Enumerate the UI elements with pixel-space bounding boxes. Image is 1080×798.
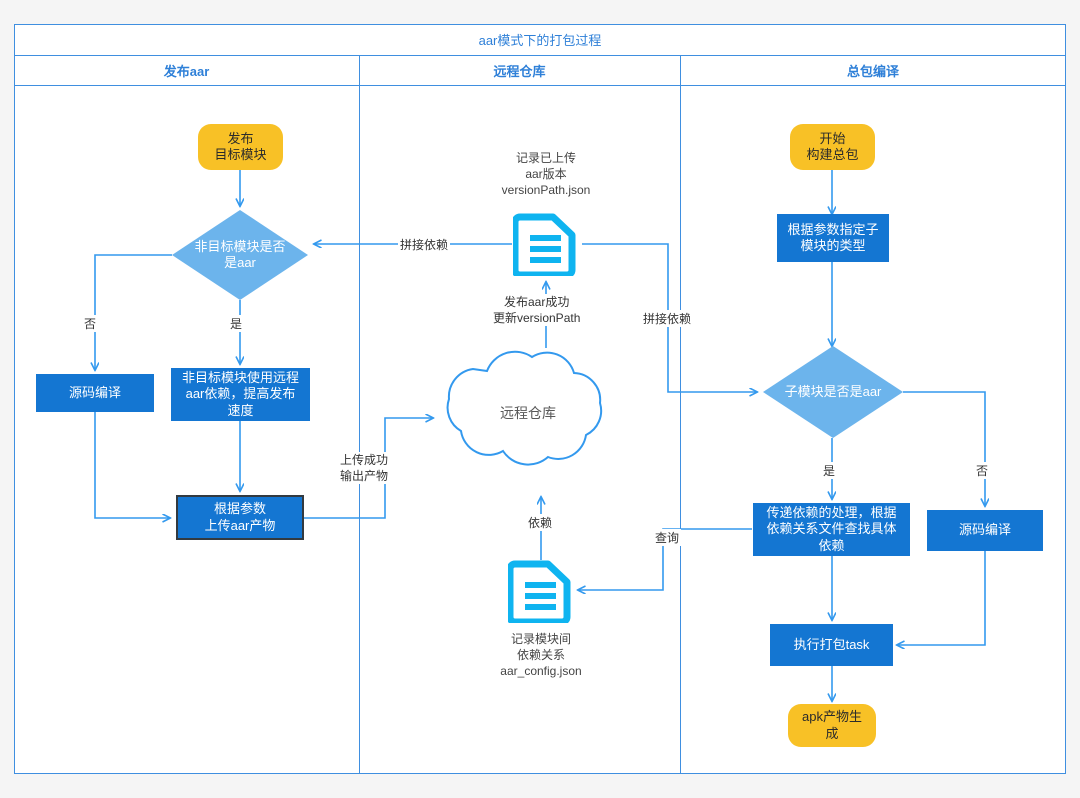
node-decision-nontarget[interactable]: 非目标模块是否是aar [172,210,308,300]
edge-label-text: 查询 [655,531,680,545]
edge-label-text: 否 [84,317,97,331]
node-run-pack-task[interactable]: 执行打包task [770,624,893,666]
node-source-compile-right[interactable]: 源码编译 [927,510,1043,551]
node-label: 传递依赖的处理，根据依赖关系文件查找具体依赖 [766,505,897,553]
diamond-shape [172,210,308,300]
lane-divider-1 [359,56,360,774]
remote-repo-cloud[interactable]: 远程仓库 [432,341,624,496]
edge-label-yes-left: 是 [228,315,245,332]
node-decision-submodule[interactable]: 子模块是否是aar [763,346,903,438]
node-label: 远程仓库 [432,403,624,423]
aar-config-doc-icon[interactable] [506,558,574,626]
edge-label-text: 否 [976,464,989,478]
node-publish-start[interactable]: 发布目标模块 [198,124,283,170]
edge-label-publish-success: 发布aar成功更新versionPath [491,294,583,327]
lane-header-remote-repo: 远程仓库 [359,56,680,86]
node-label: 源码编译 [958,522,1011,538]
node-label: 根据参数上传aar产物 [204,501,276,533]
edge-label-text: 是 [230,317,243,331]
lane-header-label: 远程仓库 [493,64,546,79]
node-transitive-deps[interactable]: 传递依赖的处理，根据依赖关系文件查找具体依赖 [753,503,910,556]
edge-label-splice-dep-right: 拼接依赖 [641,310,694,327]
diamond-shape [763,346,903,438]
diagram-title-band: aar模式下的打包过程 [14,24,1066,56]
document-icon [511,213,576,279]
edge-label-text: 上传成功输出产物 [340,453,389,484]
node-label: 根据参数指定子模块的类型 [787,221,879,253]
node-label: 源码编译 [68,384,121,400]
lane-header-label: 发布aar [163,64,210,79]
page-title: aar模式下的打包过程 [478,33,602,48]
edge-label-text: 发布aar成功更新versionPath [493,295,581,326]
cloud-label-text: 远程仓库 [500,405,556,421]
lane-header-main-build: 总包编译 [680,56,1066,86]
edge-label-splice-dep-left: 拼接依赖 [398,236,451,253]
edge-label-no-left: 否 [82,315,99,332]
document-icon [506,560,571,626]
edge-label-query: 查询 [653,529,682,546]
edge-label-no-right: 否 [974,462,991,479]
lane-header-publish-aar: 发布aar [14,56,359,86]
edge-label-upload-success: 上传成功输出产物 [338,452,391,485]
edge-label-text: 拼接依赖 [643,312,692,326]
edge-label-text: 是 [823,464,836,478]
lane-divider-2 [680,56,681,774]
node-label: 发布目标模块 [214,130,267,162]
version-path-doc-icon[interactable] [511,211,579,279]
node-build-start[interactable]: 开始构建总包 [790,124,875,170]
node-label: 执行打包task [793,636,870,652]
node-source-compile-left[interactable]: 源码编译 [36,374,154,412]
node-specify-submodule-type[interactable]: 根据参数指定子模块的类型 [777,214,889,262]
cloud-shape [446,350,603,466]
lane-header-label: 总包编译 [846,64,899,79]
edge-label-yes-right: 是 [821,462,838,479]
edge-label-text: 拼接依赖 [400,238,449,252]
edge-label-text: 依赖 [528,516,553,530]
node-apk-generated[interactable]: apk产物生成 [788,704,876,747]
node-label: apk产物生成 [802,709,862,741]
edge-label-dependency: 依赖 [526,514,555,531]
node-label: 开始构建总包 [806,130,859,162]
node-upload-aar[interactable]: 根据参数上传aar产物 [176,495,304,540]
